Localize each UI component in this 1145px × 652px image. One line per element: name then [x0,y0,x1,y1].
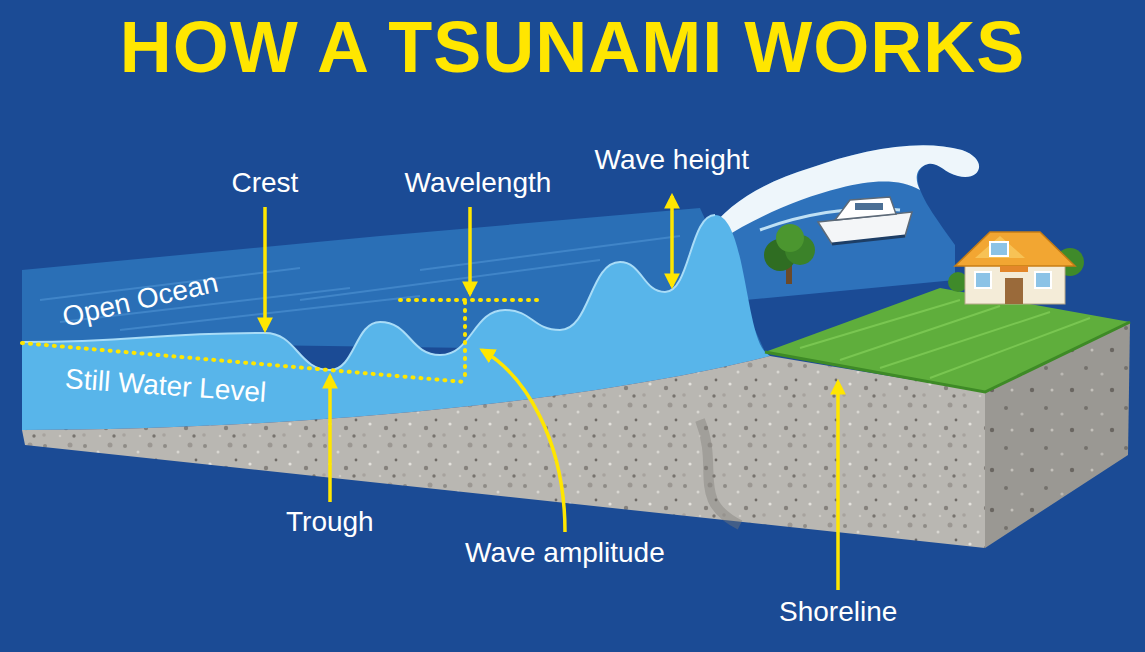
house-icon [948,232,1084,304]
grass-top [765,288,1130,392]
boat-icon [818,197,912,244]
part-label: Trough [286,506,374,538]
part-label: Wavelength [405,167,552,199]
part-label: Crest [232,167,299,199]
leader-arrows [265,196,838,590]
part-label: Wave amplitude [465,537,665,569]
diagram-title: HOW A TSUNAMI WORKS [120,8,1026,87]
tree-icon [764,224,815,284]
part-label: Shoreline [779,596,897,628]
part-label: Wave height [595,144,750,176]
